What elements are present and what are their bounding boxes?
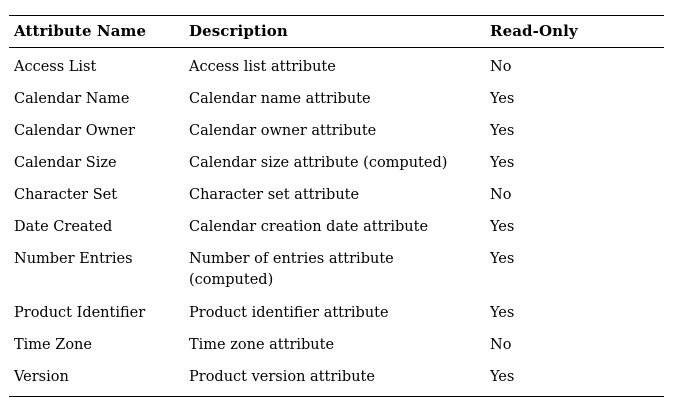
table-row: Time Zone Time zone attribute No bbox=[9, 332, 664, 364]
table-bottom-rule bbox=[9, 396, 664, 397]
table-header-rule bbox=[9, 47, 664, 48]
attribute-description: Product version attribute bbox=[189, 369, 375, 385]
table-row: Version Product version attribute Yes bbox=[9, 364, 664, 396]
attribute-description: Character set attribute bbox=[189, 187, 360, 203]
attribute-read-only: No bbox=[490, 59, 512, 75]
attribute-read-only: Yes bbox=[490, 91, 515, 107]
attribute-name: Version bbox=[14, 369, 69, 385]
table-row: Number Entries Number of entries attribu… bbox=[9, 246, 664, 300]
attribute-read-only: Yes bbox=[490, 155, 515, 171]
attribute-description: Time zone attribute bbox=[189, 337, 335, 353]
attribute-name: Calendar Owner bbox=[14, 123, 135, 139]
attribute-name: Date Created bbox=[14, 219, 113, 235]
attribute-name: Access List bbox=[14, 59, 97, 75]
header-description: Description bbox=[189, 22, 288, 40]
attribute-name: Character Set bbox=[14, 187, 118, 203]
table-body: Access List Access list attribute No Cal… bbox=[9, 48, 664, 396]
attribute-name: Number Entries bbox=[14, 251, 133, 267]
table-top-rule bbox=[9, 15, 664, 16]
table-header-row: Attribute Name Description Read-Only bbox=[9, 16, 664, 47]
attribute-read-only: Yes bbox=[490, 219, 515, 235]
attribute-description: Product identifier attribute bbox=[189, 305, 389, 321]
table-row: Calendar Size Calendar size attribute (c… bbox=[9, 150, 664, 182]
header-read-only: Read-Only bbox=[490, 22, 578, 40]
table-row: Character Set Character set attribute No bbox=[9, 182, 664, 214]
attribute-description: Calendar name attribute bbox=[189, 91, 371, 107]
attribute-name: Calendar Size bbox=[14, 155, 117, 171]
attribute-read-only: Yes bbox=[490, 305, 515, 321]
attribute-table: Attribute Name Description Read-Only Acc… bbox=[9, 15, 664, 397]
attribute-description: Access list attribute bbox=[189, 59, 336, 75]
attribute-name: Calendar Name bbox=[14, 91, 130, 107]
attribute-description: Calendar creation date attribute bbox=[189, 219, 429, 235]
table-row: Calendar Name Calendar name attribute Ye… bbox=[9, 86, 664, 118]
attribute-description: Calendar size attribute (computed) bbox=[189, 155, 448, 171]
attribute-read-only: Yes bbox=[490, 369, 515, 385]
table-row: Calendar Owner Calendar owner attribute … bbox=[9, 118, 664, 150]
attribute-description: Calendar owner attribute bbox=[189, 123, 377, 139]
attribute-read-only: Yes bbox=[490, 251, 515, 267]
attribute-description: Number of entries attribute (computed) bbox=[189, 251, 394, 288]
header-attribute-name: Attribute Name bbox=[14, 22, 147, 40]
table-row: Product Identifier Product identifier at… bbox=[9, 300, 664, 332]
attribute-name: Time Zone bbox=[14, 337, 92, 353]
attribute-read-only: Yes bbox=[490, 123, 515, 139]
table-row: Access List Access list attribute No bbox=[9, 54, 664, 86]
attribute-read-only: No bbox=[490, 337, 512, 353]
attribute-name: Product Identifier bbox=[14, 305, 146, 321]
attribute-read-only: No bbox=[490, 187, 512, 203]
table-row: Date Created Calendar creation date attr… bbox=[9, 214, 664, 246]
